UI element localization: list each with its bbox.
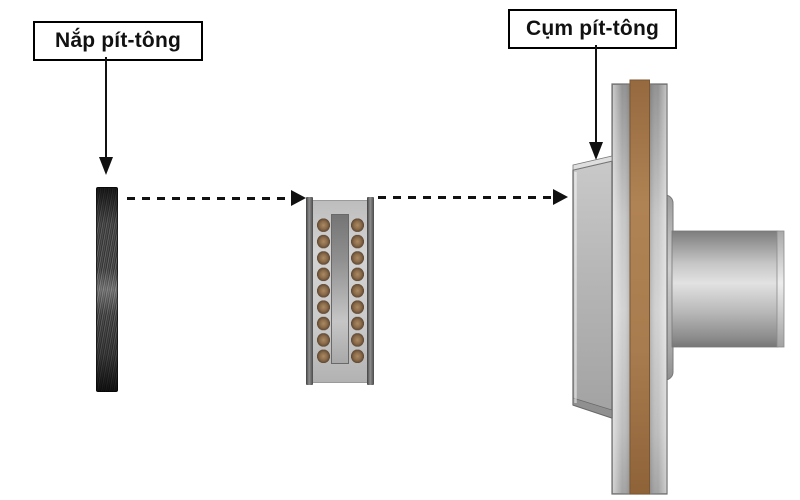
assembly-shaft-endcap xyxy=(776,230,785,348)
callout-arrow-line-cap xyxy=(105,57,107,157)
label-piston-assembly: Cụm pít-tông xyxy=(508,9,677,49)
assembly-flange xyxy=(572,160,613,419)
dashed-arrow-2-head-icon xyxy=(553,189,568,205)
assembly-plate-left-shading xyxy=(613,85,630,493)
assembly-shaft xyxy=(671,230,779,348)
stack-outer-plate-right xyxy=(367,197,374,385)
seal-roller-stack xyxy=(306,197,374,385)
label-piston-assembly-text: Cụm pít-tông xyxy=(525,17,660,40)
assembly-plate-right-shading xyxy=(649,85,667,493)
assembly-flange-top-bevel xyxy=(572,155,613,171)
stack-outer-plate-left xyxy=(306,197,313,385)
assembly-flange-bottom-bevel xyxy=(572,397,613,419)
stack-center-column xyxy=(331,214,349,364)
label-piston-cap: Nắp pít-tông xyxy=(33,21,203,61)
callout-arrow-line-assembly xyxy=(595,45,597,142)
assembly-friction-ring xyxy=(629,79,650,495)
label-piston-cap-text: Nắp pít-tông xyxy=(54,29,182,52)
roller-column-right xyxy=(350,217,365,364)
piston-cap-disc xyxy=(96,187,118,392)
dashed-arrow-1-line xyxy=(127,197,292,200)
roller-column-left xyxy=(316,217,331,364)
callout-arrowhead-cap-icon xyxy=(99,157,113,175)
dashed-arrow-2-line xyxy=(378,196,554,199)
piston-assembly xyxy=(572,79,785,495)
callout-arrowhead-assembly-icon xyxy=(589,142,603,160)
dashed-arrow-1-head-icon xyxy=(291,190,306,206)
